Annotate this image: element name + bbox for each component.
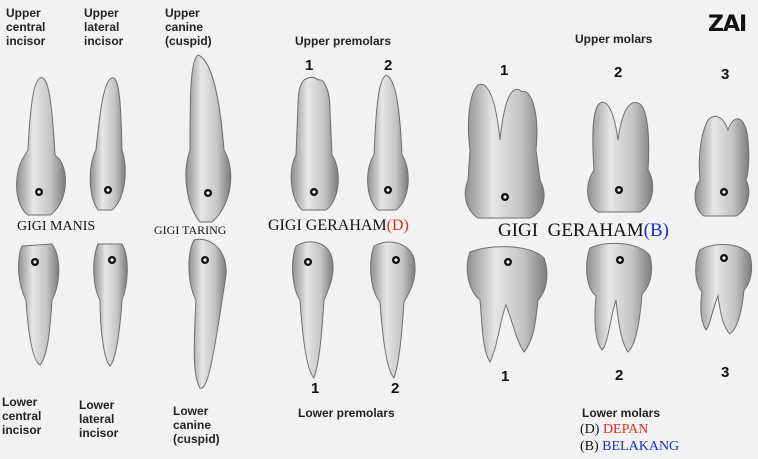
lower-molar-1 (466, 246, 548, 364)
upper-central-incisor (16, 77, 66, 216)
brand-logo: ZAI (708, 12, 747, 37)
label-upper-molars: Upper molars (575, 32, 653, 46)
upper-premolar-2 (367, 74, 409, 211)
lower-molar-2 (586, 242, 653, 353)
legend-d-text: DEPAN (602, 422, 649, 437)
annotation-gigi-geraham-back: GIGI GERAHAM(B) (498, 220, 669, 242)
label-lower-molars: Lower molars (582, 406, 661, 420)
lower-canine (188, 238, 227, 389)
upper-canine (185, 54, 232, 223)
legend-b-text: BELAKANG (602, 439, 680, 454)
lower-central-incisor (18, 243, 60, 366)
upper-premolar-1 (290, 76, 339, 211)
label-lower-lateral-incisor: Lower lateral incisor (79, 398, 119, 440)
label-upper-lateral-incisor: Upper lateral incisor (84, 6, 124, 48)
lower-premolar-2 (370, 241, 416, 379)
label-upper-central-incisor: Upper central incisor (6, 6, 46, 48)
front-code: (D) (386, 217, 409, 234)
annotation-gigi-geraham-front: GIGI GERAHAM(D) (268, 217, 409, 235)
upper-molar-3 (694, 115, 750, 217)
lower-premolar-2-number: 2 (391, 380, 400, 397)
legend-belakang: (B) BELAKANG (580, 439, 679, 455)
annotation-gigi-taring: GIGI TARING (154, 223, 227, 237)
lower-lateral-incisor (93, 243, 128, 367)
legend-d-code: (D) (580, 422, 600, 437)
legend-b-code: (B) (580, 439, 599, 454)
upper-molar-2 (587, 101, 654, 213)
legend-depan: (D) DEPAN (580, 422, 648, 438)
label-lower-premolars: Lower premolars (298, 406, 395, 420)
upper-lateral-incisor (89, 77, 126, 211)
lower-molar-3 (695, 244, 753, 335)
lower-molar-2-number: 2 (615, 367, 624, 384)
upper-molar-1-number: 1 (500, 62, 509, 79)
label-lower-canine: Lower canine (cuspid) (173, 404, 220, 446)
label-lower-central-incisor: Lower central incisor (2, 395, 42, 437)
upper-molar-2-number: 2 (614, 64, 623, 81)
gigi-geraham-front-text: GIGI GERAHAM (268, 217, 387, 234)
lower-molar-3-number: 3 (721, 364, 730, 381)
lower-premolar-1-number: 1 (311, 380, 320, 397)
back-code: (B) (643, 220, 669, 241)
upper-premolar-2-number: 2 (384, 57, 393, 74)
upper-premolar-1-number: 1 (305, 57, 314, 74)
annotation-gigi-manis: GIGI MANIS (17, 219, 96, 234)
lower-premolar-1 (292, 241, 334, 379)
label-upper-premolars: Upper premolars (295, 34, 392, 48)
upper-molar-1 (464, 83, 545, 219)
upper-molar-3-number: 3 (721, 66, 730, 83)
label-upper-canine: Upper canine (cuspid) (165, 6, 212, 48)
gigi-geraham-back-text: GIGI GERAHAM (498, 220, 644, 241)
lower-molar-1-number: 1 (501, 368, 510, 385)
